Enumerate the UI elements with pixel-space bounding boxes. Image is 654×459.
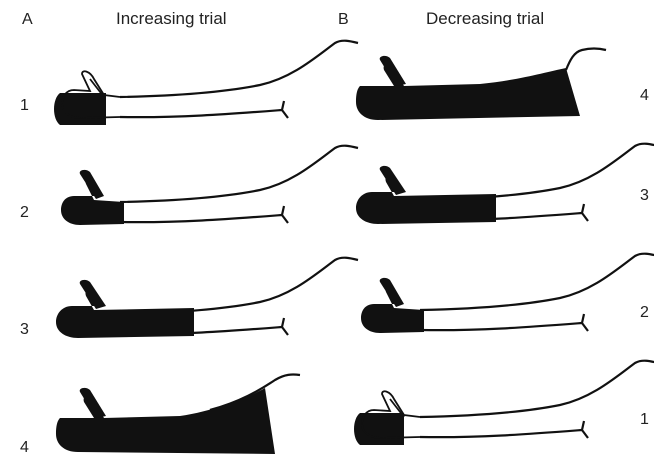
arm-a-1 (54, 41, 358, 125)
arm-a-2 (61, 146, 358, 225)
arm-b-1 (354, 361, 654, 445)
arm-a-4 (56, 375, 300, 454)
arm-a-3 (56, 258, 358, 338)
arm-b-2 (361, 254, 654, 333)
arm-b-3 (356, 144, 654, 224)
arm-b-4 (356, 49, 606, 121)
